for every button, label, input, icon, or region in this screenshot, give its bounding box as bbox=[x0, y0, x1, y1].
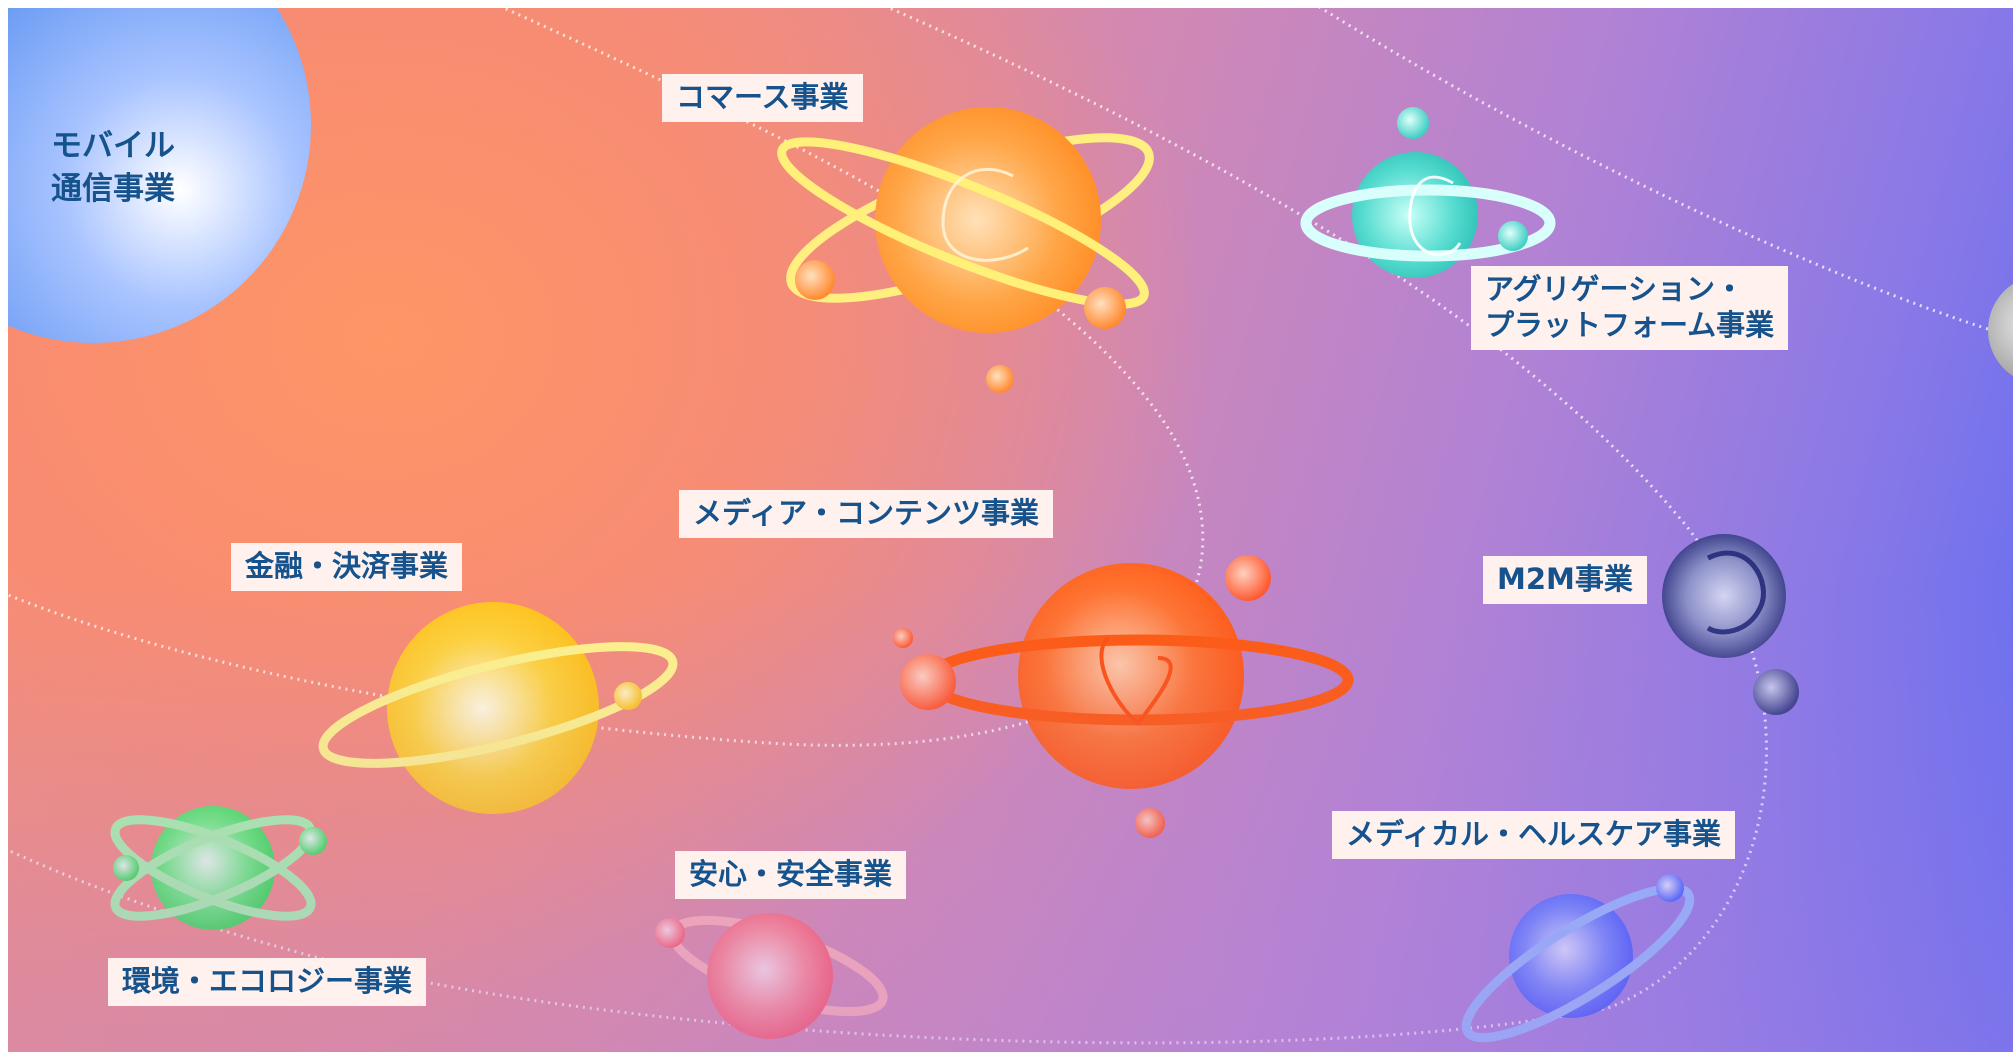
finance-label: 金融・決済事業 bbox=[231, 543, 463, 591]
environment-planet bbox=[110, 806, 327, 930]
environment-label: 環境・エコロジー事業 bbox=[108, 958, 427, 1006]
orbit-lines bbox=[8, 8, 2013, 1045]
mobile-label: モバイル 通信事業 bbox=[51, 128, 175, 208]
m2m-planet bbox=[1662, 534, 1799, 715]
planet-scene bbox=[8, 8, 2013, 1045]
media-planet bbox=[893, 555, 1354, 838]
medical-label: メディカル・ヘルスケア事業 bbox=[1332, 811, 1735, 859]
commerce-planet bbox=[777, 107, 1154, 393]
commerce-label: コマース事業 bbox=[662, 74, 863, 122]
finance-planet bbox=[318, 602, 678, 814]
orbit-middle bbox=[8, 8, 1768, 1045]
aggregation-label: アグリゲーション・ プラットフォーム事業 bbox=[1471, 266, 1789, 350]
galaxy-canvas: モバイル 通信事業 コマース事業 アグリゲーション・ プラットフォーム事業 メデ… bbox=[8, 8, 2013, 1052]
grey-planet bbox=[1988, 283, 2013, 377]
orbit-outer bbox=[1318, 8, 2013, 339]
mobile-planet bbox=[8, 8, 311, 343]
media-label: メディア・コンテンツ事業 bbox=[679, 490, 1053, 538]
medical-planet bbox=[1461, 874, 1695, 1043]
m2m-label: M2M事業 bbox=[1483, 556, 1647, 604]
aggregation-planet bbox=[1300, 107, 1556, 278]
safety-label: 安心・安全事業 bbox=[675, 851, 907, 899]
safety-planet bbox=[655, 913, 888, 1039]
